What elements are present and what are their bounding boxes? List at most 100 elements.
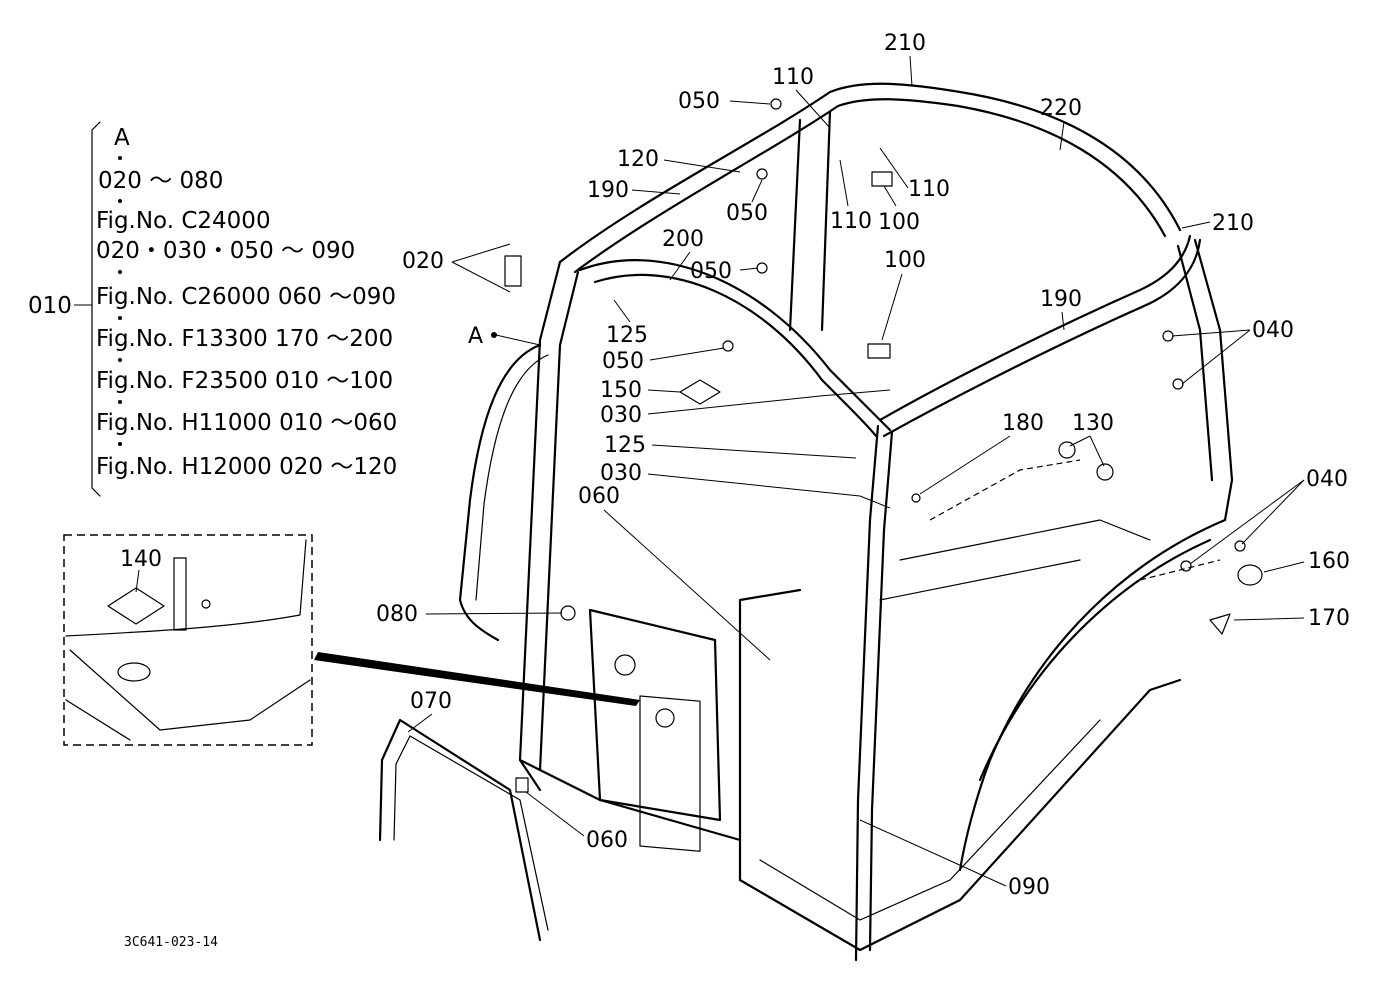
leader (1189, 479, 1305, 565)
leader (919, 435, 1011, 495)
front-arch (578, 259, 892, 432)
callout-050: 050 (602, 349, 644, 374)
leader (1089, 435, 1105, 467)
leader (859, 495, 891, 509)
front-right-pillar-inner (868, 430, 894, 952)
leader (407, 713, 433, 733)
leader (425, 612, 563, 615)
leader (1241, 479, 1305, 545)
callout-125: 125 (606, 323, 648, 348)
left-front-pillar (518, 260, 562, 792)
callout-100: 100 (878, 210, 920, 235)
callout-070: 070 (410, 689, 452, 714)
inset-nut (201, 599, 211, 609)
front-arch-inner (593, 273, 878, 438)
front-panel-plate (639, 695, 701, 852)
leader (1181, 221, 1211, 229)
leader (819, 389, 891, 397)
callout-140: 140 (120, 547, 162, 572)
nut-050 (756, 168, 768, 180)
leader (1263, 561, 1305, 573)
view-marker-leader (495, 334, 541, 346)
roof-arch-inner (573, 98, 1167, 274)
leader (729, 100, 771, 105)
inset-floor-lines (65, 649, 311, 741)
handrail-070-inner (393, 735, 549, 931)
leader (839, 159, 849, 207)
roof-arch-top (558, 82, 1182, 264)
separator-dot (118, 358, 122, 362)
leader (795, 89, 831, 129)
inset-pad-140 (107, 587, 165, 625)
inset-bracket (173, 557, 187, 631)
nut-050 (722, 340, 734, 352)
rear-cross-beam-lower (882, 238, 1202, 438)
drawing-code: 3C641-023-14 (124, 935, 218, 950)
callout-150: 150 (600, 378, 642, 403)
floor-inner-edge (759, 719, 1101, 921)
reference-line: Fig.No. H11000 010 ～060 (96, 410, 397, 436)
reference-line: Fig.No. F23500 010 ～100 (96, 368, 393, 394)
panel-hole (614, 654, 636, 676)
callout-030: 030 (600, 461, 642, 486)
callout-020: 020 (402, 249, 444, 274)
nut-040 (1234, 540, 1246, 552)
callout-060: 060 (578, 484, 620, 509)
front-right-pillar (854, 424, 880, 962)
leader (649, 347, 725, 361)
bolt-080 (560, 605, 576, 621)
reference-line: 020 ～ 080 (98, 168, 223, 194)
right-side-arch-inner (978, 538, 1212, 782)
callout-060: 060 (586, 828, 628, 853)
leader (1233, 617, 1305, 621)
callout-130: 130 (1072, 411, 1114, 436)
leader (663, 159, 741, 173)
left-handrail-inner (475, 354, 549, 601)
callout-050: 050 (726, 201, 768, 226)
leader (879, 147, 909, 189)
leader-140 (135, 569, 140, 593)
leader (613, 299, 631, 323)
left-handrail (458, 343, 542, 642)
panel-hole (655, 708, 675, 728)
grommet-160 (1237, 564, 1263, 586)
inset-hole (117, 662, 151, 682)
callout-120: 120 (617, 147, 659, 172)
callout-040: 040 (1252, 318, 1294, 343)
leader (881, 273, 903, 341)
leader (1171, 329, 1251, 337)
leader (451, 261, 511, 293)
view-marker-label: A (468, 324, 483, 349)
leader (883, 185, 897, 207)
callout-125: 125 (604, 433, 646, 458)
pin-060 (515, 777, 529, 793)
reference-line: 020・030・050 ～ 090 (96, 238, 355, 264)
right-side-arch (958, 518, 1227, 872)
separator-dot (118, 442, 122, 446)
callout-170: 170 (1308, 606, 1350, 631)
grommet-100 (871, 171, 893, 187)
floor-rib (879, 559, 1081, 601)
nut-050 (770, 98, 782, 110)
front-panel (588, 608, 722, 822)
callouts: 210 220 110 050 120 190 050 110 110 100 … (376, 31, 1350, 900)
callout-050: 050 (678, 89, 720, 114)
separator-dot (118, 199, 122, 203)
leader (1059, 121, 1065, 151)
leader (451, 243, 511, 263)
callout-040: 040 (1306, 467, 1348, 492)
callout-050: 050 (690, 259, 732, 284)
callout-080: 080 (376, 602, 418, 627)
leader (1069, 435, 1091, 447)
callout-160: 160 (1308, 549, 1350, 574)
callout-110: 110 (830, 209, 872, 234)
hinge-020 (504, 255, 522, 287)
grommet-130 (1096, 463, 1114, 481)
handrail-070 (378, 718, 542, 942)
leader (647, 395, 821, 415)
detail-inset: 140 (63, 534, 313, 746)
floor-left-panel (738, 588, 802, 882)
grommet-130 (1058, 441, 1076, 459)
callout-030: 030 (600, 403, 642, 428)
